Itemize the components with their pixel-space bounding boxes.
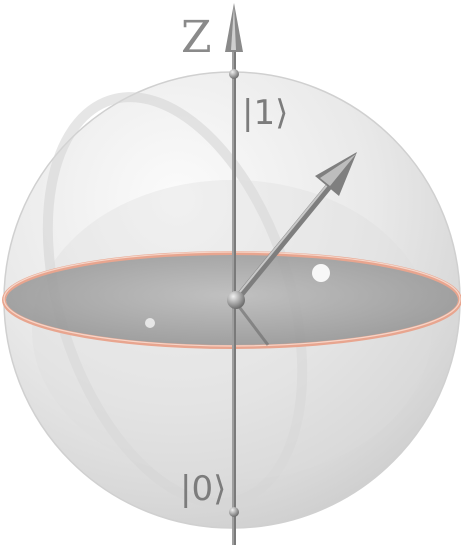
- plane-highlight: [145, 318, 155, 328]
- ket-one-label: |1⟩: [242, 93, 288, 133]
- south-pole-marker: [229, 507, 239, 517]
- origin-ball: [227, 291, 245, 309]
- ket-zero-label: |0⟩: [180, 469, 226, 509]
- north-pole-marker: [229, 69, 239, 79]
- z-axis-label: Z: [181, 12, 212, 63]
- sphere-highlight: [312, 264, 330, 282]
